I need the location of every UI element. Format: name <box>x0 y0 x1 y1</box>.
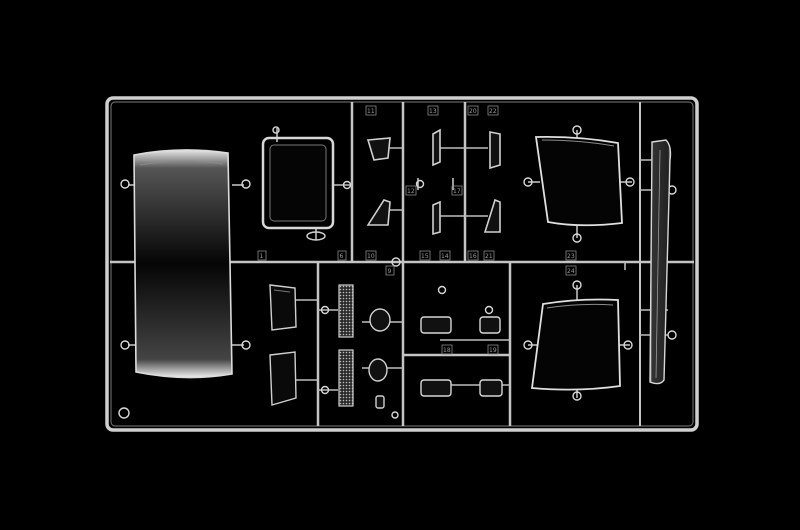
part-number: 6 <box>340 253 344 260</box>
ejector-pin-marks <box>118 125 677 419</box>
tinted-panes-lower-left <box>269 284 297 406</box>
side-window-large <box>133 149 233 379</box>
part-number: 19 <box>489 347 497 354</box>
part-number: 1 <box>260 253 264 260</box>
round-lenses <box>368 308 391 409</box>
small-lenses-column-b <box>417 128 501 236</box>
small-lenses-column-a <box>366 137 391 226</box>
part-number: 10 <box>367 253 375 260</box>
mesh-grilles <box>338 284 354 407</box>
part-number: 18 <box>443 347 451 354</box>
part-number: 21 <box>485 253 493 260</box>
part-number: 15 <box>421 253 429 260</box>
part-number: 16 <box>469 253 477 260</box>
sprue-runners <box>110 102 694 426</box>
center-small-lenses <box>420 316 503 397</box>
part-number: 13 <box>429 108 437 115</box>
part-number: 20 <box>469 108 477 115</box>
mirror-frame <box>261 126 335 241</box>
long-light-strip <box>649 139 672 385</box>
part-number: 22 <box>489 108 497 115</box>
part-number: 9 <box>388 268 392 275</box>
part-number: 11 <box>367 108 375 115</box>
part-number: 17 <box>453 188 461 195</box>
part-number: 14 <box>441 253 449 260</box>
part-number-tags: 1 6 10 11 12 13 14 15 16 17 18 19 20 21 … <box>257 105 577 355</box>
window-panes-right <box>530 135 623 391</box>
part-number: 24 <box>567 268 575 275</box>
part-number: 23 <box>567 253 575 260</box>
part-number: 12 <box>407 188 415 195</box>
